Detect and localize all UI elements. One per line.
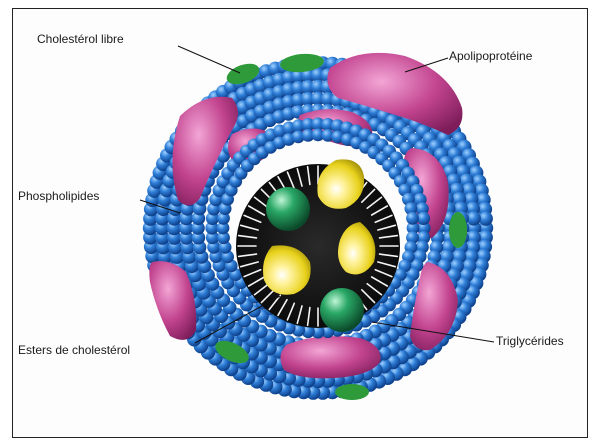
- label-phospholipids: Phospholipides: [18, 189, 99, 203]
- label-triglycerides: Triglycérides: [496, 334, 564, 348]
- label-free-cholesterol: Cholestérol libre: [37, 32, 124, 46]
- label-cholesterol-esters: Esters de cholestérol: [18, 343, 130, 357]
- label-apolipoprotein: Apolipoprotéine: [449, 49, 533, 63]
